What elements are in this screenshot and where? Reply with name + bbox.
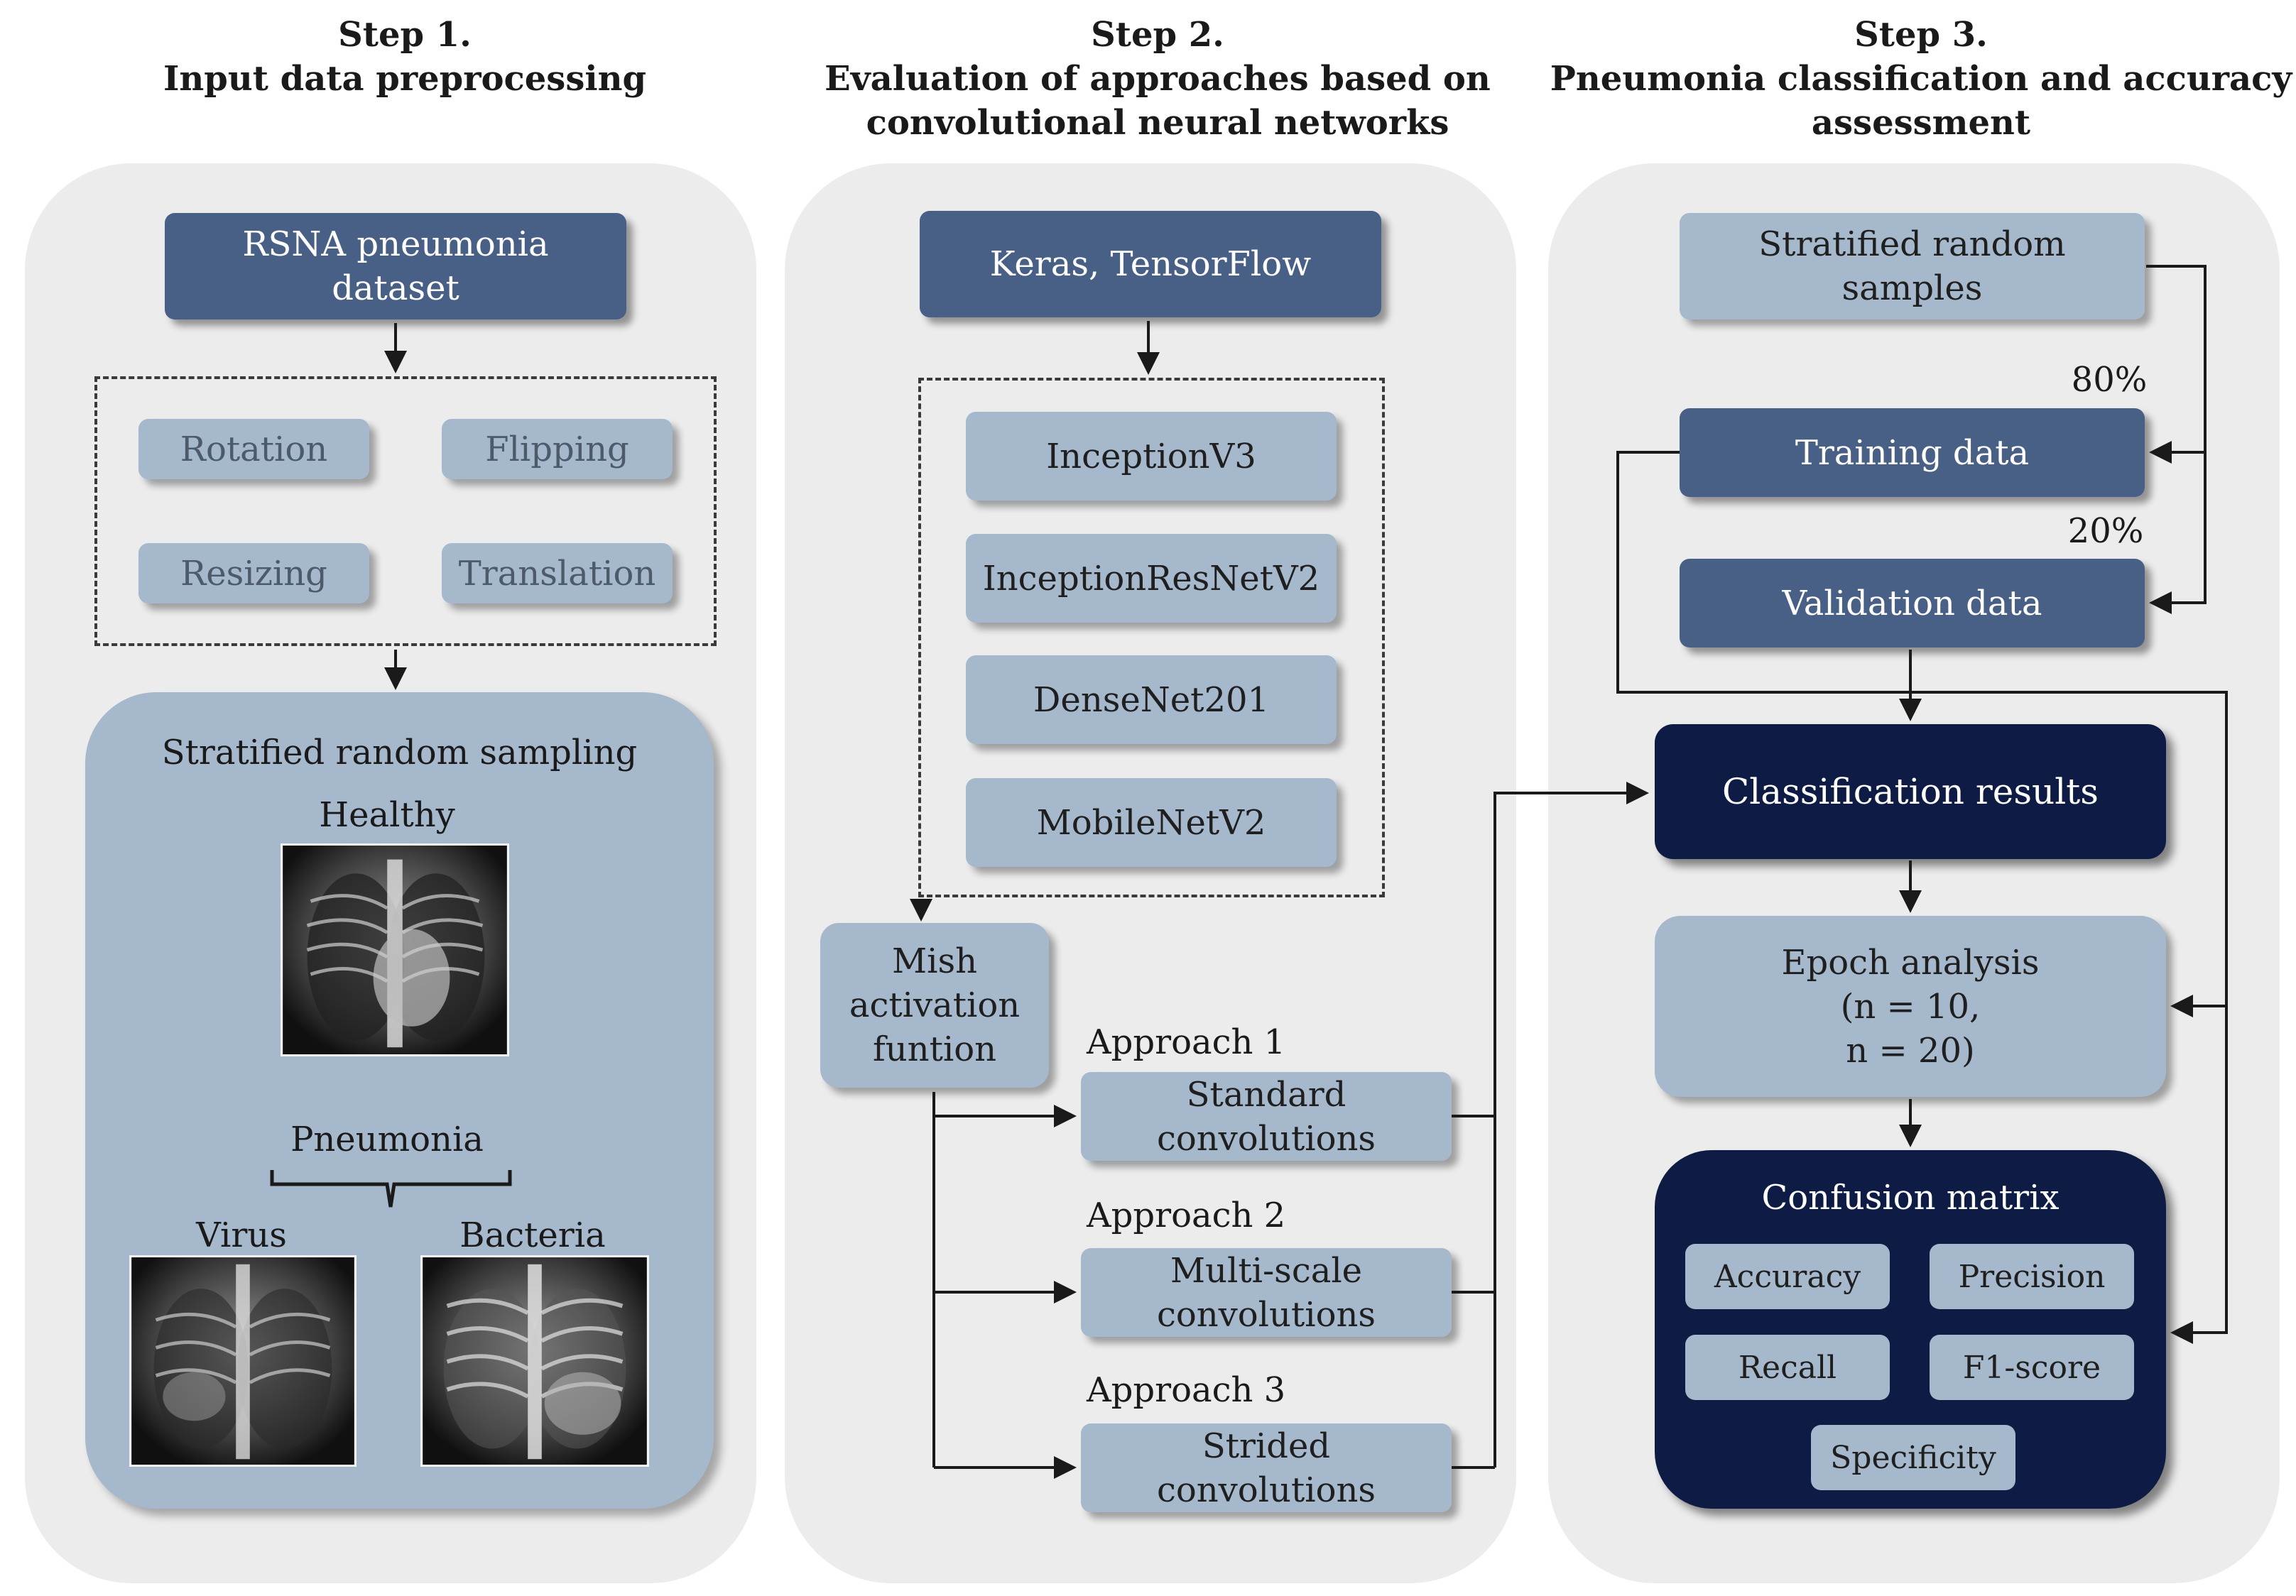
training-data-box: Training data bbox=[1680, 408, 2145, 497]
mish-activation-box: Mish activation funtion bbox=[820, 923, 1049, 1088]
step2-panel bbox=[785, 163, 1516, 1583]
recall-box: Recall bbox=[1685, 1335, 1890, 1400]
step2-title: Step 2. Evaluation of approaches based o… bbox=[825, 15, 1491, 143]
keras-tensorflow-box: Keras, TensorFlow bbox=[920, 211, 1381, 317]
inceptionresnetv2-box: InceptionResNetV2 bbox=[966, 534, 1337, 623]
approach1-label: Approach 1 bbox=[1087, 1022, 1286, 1062]
pneumonia-label: Pneumonia bbox=[290, 1120, 484, 1159]
densenet201-box: DenseNet201 bbox=[966, 655, 1337, 744]
flipping-box: Flipping bbox=[442, 419, 673, 479]
virus-label: Virus bbox=[196, 1215, 287, 1255]
stratified-samples-box: Stratified random samples bbox=[1680, 213, 2145, 319]
validation-data-box: Validation data bbox=[1680, 559, 2145, 647]
bacteria-xray-image bbox=[420, 1255, 649, 1467]
bacteria-label: Bacteria bbox=[459, 1215, 606, 1255]
precision-box: Precision bbox=[1930, 1244, 2134, 1309]
mobilenetv2-box: MobileNetV2 bbox=[966, 778, 1337, 867]
train-percent-label: 80% bbox=[2071, 360, 2148, 400]
specificity-box: Specificity bbox=[1811, 1425, 2015, 1490]
virus-xray-image bbox=[129, 1255, 357, 1467]
healthy-xray-image bbox=[281, 843, 509, 1056]
sampling-title: Stratified random sampling bbox=[161, 733, 638, 772]
standard-convolutions-box: Standard convolutions bbox=[1081, 1072, 1452, 1161]
approach2-label: Approach 2 bbox=[1087, 1196, 1286, 1235]
strided-convolutions-box: Strided convolutions bbox=[1081, 1423, 1452, 1512]
augmentation-group bbox=[94, 376, 717, 646]
resizing-box: Resizing bbox=[138, 543, 369, 603]
rotation-box: Rotation bbox=[138, 419, 369, 479]
inceptionv3-box: InceptionV3 bbox=[966, 412, 1337, 501]
approach3-label: Approach 3 bbox=[1087, 1370, 1286, 1410]
models-group bbox=[918, 378, 1385, 897]
f1-score-box: F1-score bbox=[1930, 1335, 2134, 1400]
translation-box: Translation bbox=[442, 543, 673, 603]
multiscale-convolutions-box: Multi-scale convolutions bbox=[1081, 1248, 1452, 1337]
step1-title: Step 1. Input data preprocessing bbox=[163, 15, 647, 99]
epoch-analysis-box: Epoch analysis (n = 10, n = 20) bbox=[1655, 916, 2166, 1097]
val-percent-label: 20% bbox=[2067, 511, 2144, 551]
step3-title: Step 3. Pneumonia classification and acc… bbox=[1550, 15, 2292, 143]
classification-results-box: Classification results bbox=[1655, 724, 2166, 859]
confusion-matrix-title: Confusion matrix bbox=[1761, 1178, 2060, 1218]
healthy-label: Healthy bbox=[319, 795, 455, 835]
accuracy-box: Accuracy bbox=[1685, 1244, 1890, 1309]
rsna-dataset-box: RSNA pneumonia dataset bbox=[165, 213, 626, 319]
